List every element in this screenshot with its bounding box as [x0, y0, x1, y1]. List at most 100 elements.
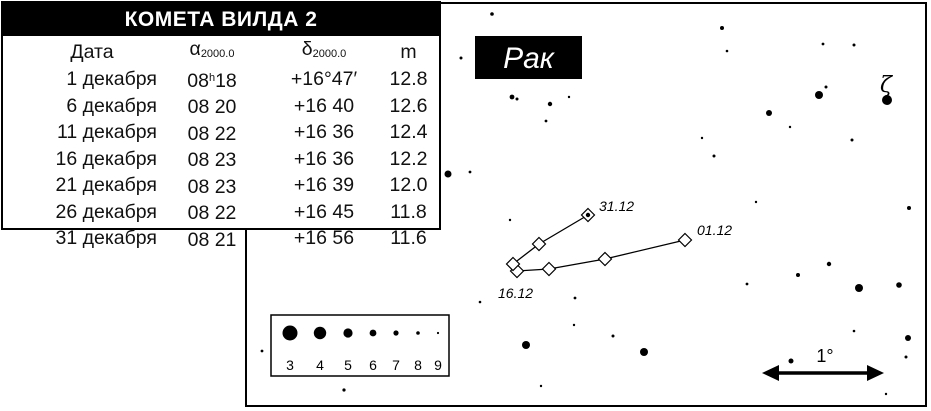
- comet-position-marker: [531, 236, 547, 252]
- table-header-row: Дата α2000.0 δ2000.0 m: [7, 38, 436, 67]
- legend-dot: [393, 330, 399, 336]
- cell-date: 6 декабря: [66, 94, 157, 117]
- star: [852, 329, 856, 333]
- star: [907, 206, 911, 210]
- star: [852, 43, 856, 47]
- cell-date: 11 декабря: [56, 121, 157, 143]
- star: [788, 125, 792, 129]
- comet-path: [505, 207, 693, 279]
- star: [882, 95, 892, 105]
- star: [821, 42, 825, 46]
- header-dec: δ2000.0: [301, 38, 347, 60]
- comet-position-marker: [677, 232, 693, 248]
- cell-dec: +16 40: [293, 94, 355, 117]
- cell-date: 26 декабря: [55, 200, 158, 223]
- comet-position-marker: [541, 261, 557, 277]
- constellation-label-box: [475, 36, 582, 79]
- star: [796, 273, 800, 277]
- star: [478, 300, 482, 304]
- legend-magnitude-label: 4: [316, 357, 324, 373]
- comet-position-marker: [505, 256, 521, 272]
- star: [754, 200, 758, 204]
- star: [342, 388, 346, 392]
- cell-date: 1 декабря: [66, 68, 157, 90]
- legend-magnitude-label: 9: [434, 357, 442, 373]
- path-label-mid: 16.12: [498, 285, 533, 301]
- cell-dec: +16 36: [293, 147, 355, 170]
- cell-date: 21 декабря: [55, 174, 158, 196]
- cell-ra: 08 22: [187, 202, 237, 224]
- star: [572, 323, 576, 327]
- table-row: 11 декабря 08 22 +16 36 12.4: [7, 120, 436, 147]
- cell-ra: 08 21: [187, 228, 237, 251]
- cell-dec: +16°47′: [290, 68, 358, 90]
- star: [567, 95, 571, 99]
- cell-dec: +16 39: [293, 174, 355, 196]
- comet-end-dot: [585, 212, 591, 218]
- star: [539, 384, 543, 388]
- cell-mag: 12.4: [389, 121, 428, 143]
- star: [850, 138, 854, 142]
- star: [826, 261, 832, 267]
- legend-magnitude-label: 8: [414, 357, 422, 373]
- star: [640, 348, 648, 356]
- legend-dot: [369, 329, 377, 337]
- star: [515, 97, 519, 101]
- scale-bar: [762, 365, 884, 381]
- zeta-star-label: ζ: [880, 73, 894, 98]
- comet-position-marker: [597, 251, 613, 267]
- star: [544, 119, 548, 123]
- header-mag: m: [400, 40, 417, 63]
- star: [725, 49, 729, 53]
- cell-ra: 08 20: [187, 96, 237, 118]
- star: [459, 56, 463, 60]
- cell-ra: 08 23: [187, 175, 237, 198]
- star: [490, 12, 494, 16]
- legend-magnitude-label: 6: [369, 357, 377, 373]
- header-ra: α2000.0: [189, 38, 235, 60]
- cell-date: 31 декабря: [55, 227, 158, 249]
- path-label-start: 01.12: [697, 222, 732, 238]
- cell-date: 16 декабря: [55, 147, 158, 170]
- constellation-label: Рак: [503, 42, 556, 75]
- star: [508, 218, 512, 222]
- legend-magnitude-label: 7: [392, 357, 400, 373]
- star: [766, 110, 772, 116]
- star: [260, 349, 264, 353]
- table-title: КОМЕТА ВИЛДА 2: [3, 3, 439, 36]
- star: [904, 355, 908, 359]
- cell-mag: 12.2: [389, 147, 428, 170]
- star: [824, 85, 828, 89]
- table-row: 26 декабря 08 22 +16 45 11.8: [7, 199, 436, 226]
- cell-ra: 08 23: [187, 149, 237, 171]
- star: [444, 170, 452, 178]
- cell-ra: 08 22: [187, 122, 237, 145]
- star: [855, 284, 863, 292]
- star: [611, 334, 615, 338]
- legend-dot: [343, 328, 353, 338]
- cell-mag: 12.8: [389, 68, 428, 90]
- legend-magnitude-label: 5: [344, 357, 352, 373]
- star: [788, 358, 794, 364]
- star: [573, 296, 577, 300]
- cell-dec: +16 45: [293, 200, 355, 223]
- legend-dot: [416, 331, 420, 335]
- legend-dot: [282, 325, 298, 341]
- star: [896, 282, 902, 288]
- cell-dec: +16 36: [293, 121, 355, 143]
- cell-mag: 11.8: [390, 200, 427, 223]
- star: [700, 136, 704, 140]
- legend-dot: [313, 326, 327, 340]
- star: [884, 392, 888, 396]
- field-stars: [260, 12, 911, 396]
- star: [509, 94, 515, 100]
- cell-dec: +16 56: [293, 227, 355, 249]
- star: [468, 170, 472, 174]
- legend-dot: [436, 331, 440, 335]
- header-date: Дата: [70, 40, 114, 63]
